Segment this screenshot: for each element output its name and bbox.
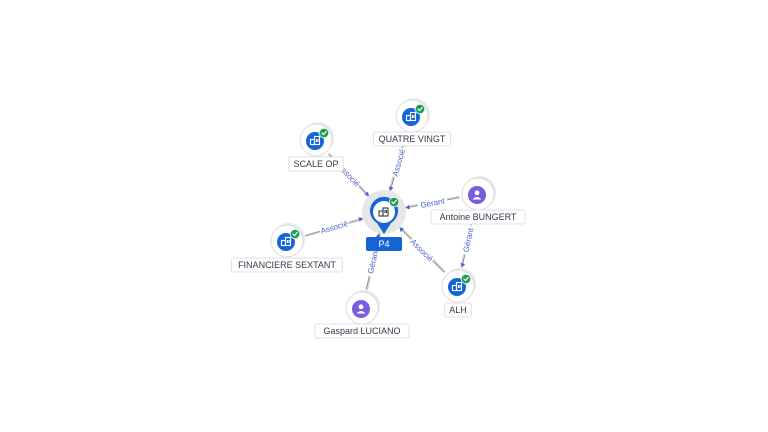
edge-label: Gérant <box>366 248 380 275</box>
center-label: P4 <box>378 239 389 249</box>
edge-arrow <box>388 186 394 191</box>
node-alh[interactable]: ALH <box>441 268 476 318</box>
node-label-box <box>430 209 526 225</box>
edge-arrow <box>358 217 363 222</box>
edge-arrow <box>405 204 410 210</box>
node-label-box <box>444 302 472 318</box>
nodes-layer: SCALE OP QUATRE VINGT Antoine BUNGERT FINAN… <box>231 98 526 339</box>
node-scale-op[interactable]: SCALE OP <box>288 122 344 172</box>
edge-arrow <box>364 191 369 197</box>
edge-label: Gérant <box>420 196 446 210</box>
edge-arrow <box>375 233 381 238</box>
verified-check-icon <box>318 127 330 139</box>
edge-label: Gérant <box>461 226 475 253</box>
verified-check-icon <box>388 196 400 208</box>
node-label-box <box>231 257 343 273</box>
building-icon <box>405 111 417 122</box>
node-label: ALH <box>449 305 467 315</box>
node-label-box <box>288 156 344 172</box>
edge-alh-p4[interactable]: Associé <box>399 226 446 273</box>
node-label: Gaspard LUCIANO <box>323 326 400 336</box>
node-antoine-bungert[interactable]: Antoine BUNGERT <box>430 176 526 225</box>
edge-label-bg <box>407 235 437 265</box>
person-icon <box>472 190 482 200</box>
edge-antoine-bungert-p4[interactable]: Gérant <box>405 194 460 211</box>
verified-check-icon <box>460 273 472 285</box>
node-label-box <box>372 131 452 147</box>
edge-label: Associé <box>409 237 436 264</box>
node-label: Antoine BUNGERT <box>440 212 517 222</box>
edge-label-bg <box>416 194 449 211</box>
edge-label-bg <box>459 224 477 256</box>
node-label: QUATRE VINGT <box>379 134 446 144</box>
edge-antoine-bungert-alh[interactable]: Gérant <box>459 212 477 268</box>
node-center-p4[interactable]: P4 <box>362 190 406 251</box>
edge-arrow <box>399 227 405 233</box>
node-label-box <box>314 323 410 339</box>
edge-label-bg <box>318 217 350 237</box>
edge-label: Associé <box>391 147 408 177</box>
center-label-box <box>366 237 402 251</box>
person-icon <box>356 304 366 314</box>
building-icon <box>378 207 389 217</box>
building-icon <box>280 236 292 247</box>
node-financiere-sextant[interactable]: FINANCIERE SEXTANT <box>231 223 343 273</box>
edge-financiere-sextant-p4[interactable]: Associé <box>305 217 364 238</box>
edge-arrow <box>460 263 466 268</box>
node-quatre-vingt[interactable]: QUATRE VINGT <box>372 98 452 147</box>
verified-check-icon <box>289 228 301 240</box>
building-icon <box>309 135 321 146</box>
edge-label: Associé <box>319 219 349 236</box>
edge-label-bg <box>364 245 381 278</box>
building-icon <box>451 281 463 292</box>
node-label: SCALE OP <box>293 159 338 169</box>
edge-label-bg <box>389 146 408 179</box>
verified-check-icon <box>414 103 426 115</box>
center-pin-inner <box>373 201 395 223</box>
node-label: FINANCIERE SEXTANT <box>238 260 336 270</box>
node-gaspard-luciano[interactable]: Gaspard LUCIANO <box>314 290 410 339</box>
